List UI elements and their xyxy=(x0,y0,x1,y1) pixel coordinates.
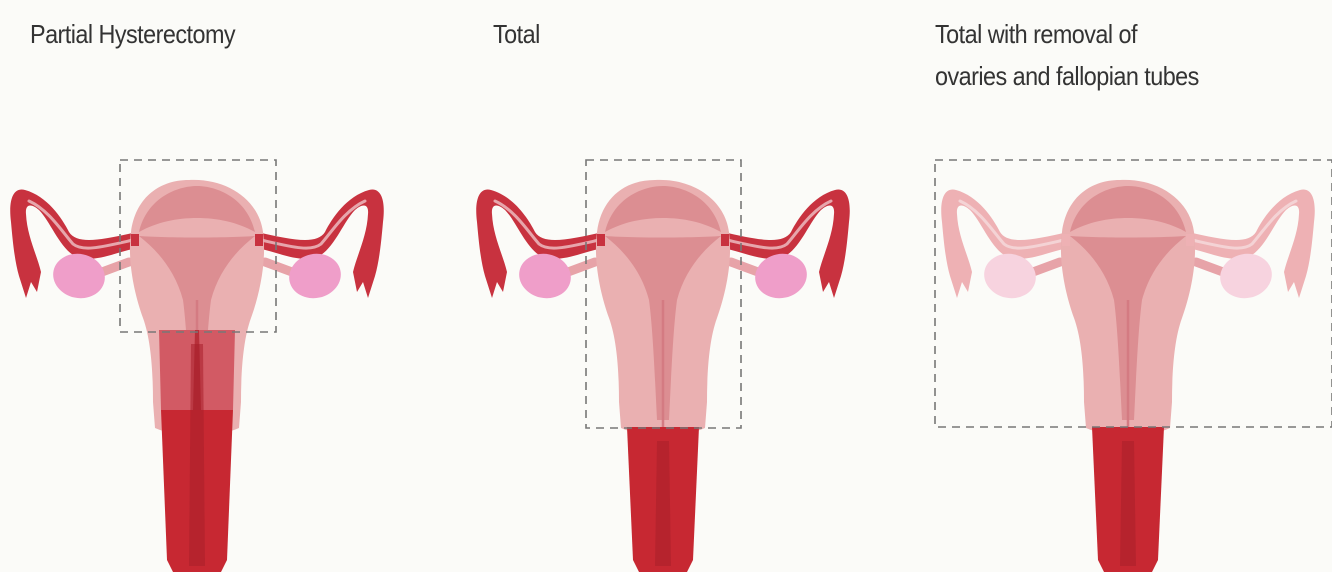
ovarian-ligament-left xyxy=(102,262,129,272)
ovarian-ligament-right xyxy=(731,262,758,272)
panel-total xyxy=(476,180,850,572)
tube-junction-right xyxy=(255,234,263,246)
ovarian-ligament-right xyxy=(265,262,292,272)
panel-partial xyxy=(10,180,384,572)
ovarian-ligament-left xyxy=(568,262,595,272)
vaginal-canal xyxy=(655,441,671,566)
tube-junction-right xyxy=(721,234,729,246)
tube-junction-left xyxy=(1062,234,1070,246)
tube-junction-left xyxy=(597,234,605,246)
ovarian-ligament-right xyxy=(1196,262,1223,272)
panel-total-bso xyxy=(941,180,1315,572)
tube-junction-right xyxy=(1186,234,1194,246)
vaginal-canal xyxy=(189,344,205,566)
tube-junction-left xyxy=(131,234,139,246)
ovarian-ligament-left xyxy=(1033,262,1060,272)
vaginal-canal xyxy=(1120,441,1136,566)
